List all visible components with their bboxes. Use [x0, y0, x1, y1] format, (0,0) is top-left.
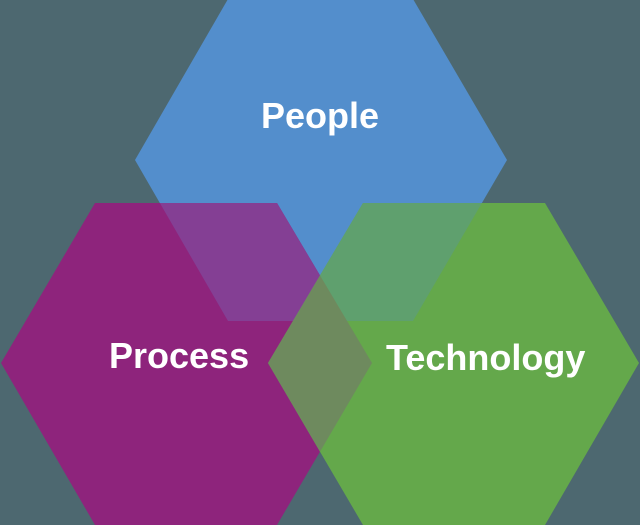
overlap-people-technology: [268, 203, 507, 321]
label-process: Process: [109, 335, 250, 376]
label-people: People: [261, 95, 380, 136]
label-technology: Technology: [386, 337, 586, 378]
overlap-people-process: [135, 203, 372, 321]
